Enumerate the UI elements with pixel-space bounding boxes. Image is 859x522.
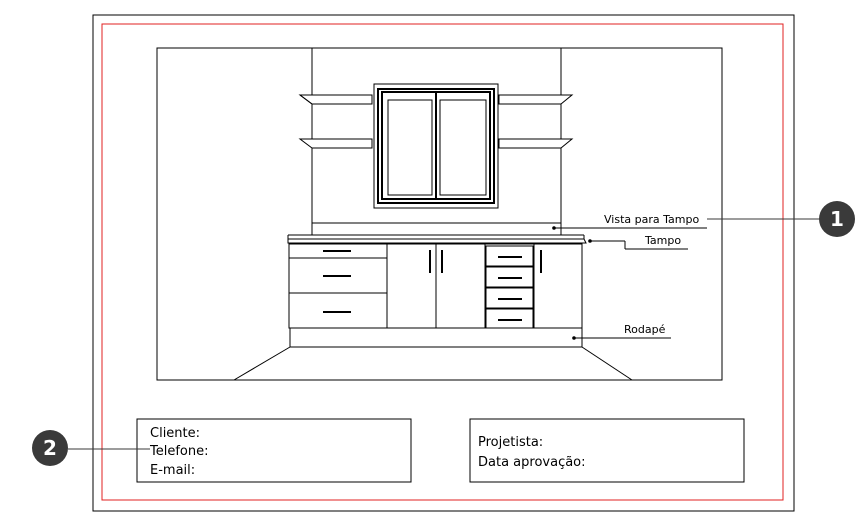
designer-label: Projetista: [478,435,543,450]
plinth [289,327,583,348]
callout-rodape: Rodapé [572,323,671,340]
callout-vista-para-tampo: Vista para Tampo [552,213,707,230]
right-shelves [498,94,574,149]
double-door [435,244,486,328]
backsplash [311,222,562,236]
back-wall [311,48,562,223]
callout-vista-para-tampo-label: Vista para Tampo [604,213,699,226]
approval-date-label: Data aprovação: [478,455,586,470]
badge-1 [819,201,855,237]
client-info-box [136,418,412,483]
window [373,83,499,209]
badge-2 [32,430,68,466]
callout-rodape-label: Rodapé [624,323,666,336]
double-door-handles [429,250,443,273]
floor-lines [233,346,633,381]
sheet-outer-border [92,14,795,512]
callout-tampo: Tampo [588,234,688,250]
left-drawer-handles [323,250,351,313]
right-drawer-handles [498,256,522,321]
badge-1-number: 1 [830,207,844,231]
phone-label: Telefone: [149,444,209,459]
callout-tampo-label: Tampo [644,234,681,247]
badge-2-pointer: 2 [32,430,150,466]
right-drawers [485,244,535,329]
badge-2-number: 2 [43,436,57,460]
elevation-frame [156,47,723,381]
client-label: Cliente: [150,426,200,441]
badge-1-pointer: 1 [707,201,855,237]
designer-info-box [469,418,745,483]
left-shelves [298,94,373,149]
countertop [287,234,587,244]
sheet-inner-border [101,23,784,501]
left-drawers [289,244,388,328]
email-label: E-mail: [150,463,195,478]
